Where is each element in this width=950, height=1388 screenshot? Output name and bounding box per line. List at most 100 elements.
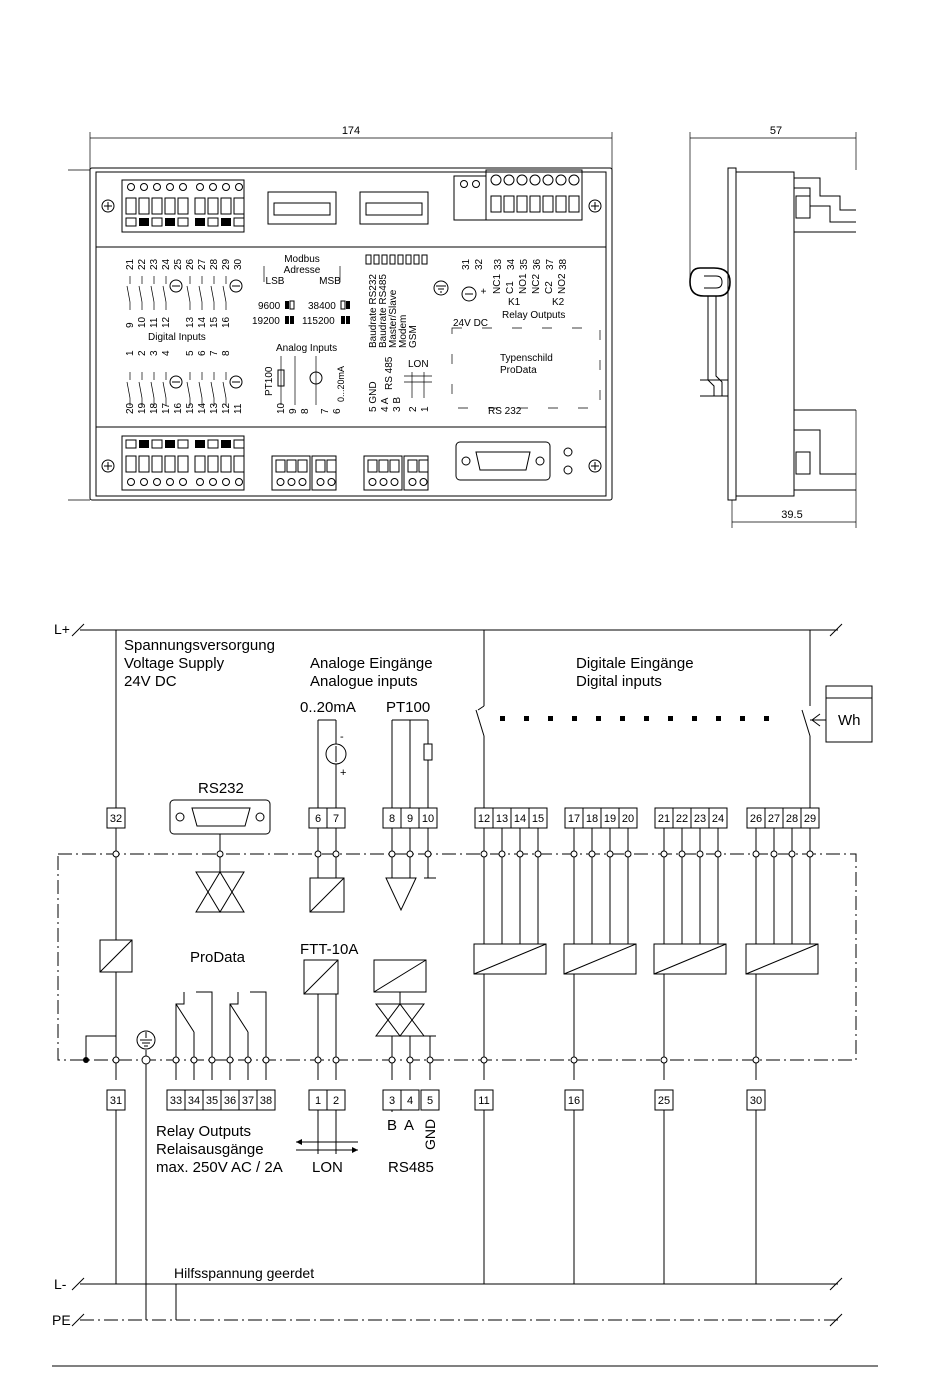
- dim-39-5: 39.5: [781, 509, 802, 521]
- pt100-label: PT100: [386, 699, 430, 716]
- connection-node: [424, 850, 432, 858]
- digital-label-2: Digital inputs: [576, 673, 662, 690]
- connection-node: [426, 1056, 434, 1064]
- relay-pin-label: C2: [544, 281, 555, 294]
- rs232-label: RS232: [198, 780, 244, 797]
- connection-node: [588, 850, 596, 858]
- gnd-label-s: GND: [422, 1119, 438, 1150]
- modbus-label: Modbus: [284, 254, 320, 265]
- connection-node: [534, 850, 542, 858]
- l-minus-label: L-: [54, 1276, 67, 1292]
- dip-switch-modbus: [267, 191, 337, 225]
- terminal-number: 38: [558, 258, 569, 270]
- connection-node: [208, 1056, 216, 1064]
- terminal-number: 15: [209, 316, 220, 328]
- ma-label: 0..20mA: [300, 699, 356, 716]
- baud-19200: 19200: [252, 316, 280, 327]
- svg-text:+: +: [340, 767, 346, 779]
- terminal-number: 1: [125, 350, 136, 356]
- terminal-number: 25: [658, 1095, 670, 1107]
- schematic: L+ L- PE Hilfsspannung geerdet Spannungs…: [52, 621, 873, 1328]
- b-label-s: B: [387, 1117, 397, 1134]
- terminal-number: 6: [315, 813, 321, 825]
- connection-node: [226, 1056, 234, 1064]
- terminal-block-bottom: [121, 435, 429, 491]
- terminal-number: 37: [545, 258, 556, 270]
- terminal-number: 2: [333, 1095, 339, 1107]
- terminal-number: 32: [474, 258, 485, 270]
- connection-node: [624, 850, 632, 858]
- connection-node: [806, 850, 814, 858]
- terminal-number: 22: [676, 813, 688, 825]
- supply-label-1: Spannungsversorgung: [124, 637, 275, 654]
- terminal-number: 5: [185, 350, 196, 356]
- lon-num-1: 1: [420, 406, 431, 412]
- rs485-small-label: RS 485: [384, 356, 395, 390]
- config-label: Modem: [398, 315, 409, 348]
- terminal-number: 24: [712, 813, 724, 825]
- dotted-mark: [548, 716, 553, 721]
- terminal-number: 15: [532, 813, 544, 825]
- adresse-label: Adresse: [284, 265, 321, 276]
- terminal-number: 6: [197, 350, 208, 356]
- terminal-number: 10: [276, 402, 287, 414]
- relay-pin-label: NO1: [518, 273, 529, 294]
- rs232-connector-icon: [169, 799, 271, 835]
- supply-label-2: Voltage Supply: [124, 655, 225, 672]
- terminal-number: 7: [320, 408, 331, 414]
- dotted-mark: [524, 716, 529, 721]
- terminal-number: 31: [461, 258, 472, 270]
- sub-d-connector-icon: [455, 441, 573, 481]
- terminal: [418, 807, 438, 829]
- terminal-number: 20: [622, 813, 634, 825]
- b-label: 3 B: [392, 397, 403, 412]
- terminal-number: 19: [137, 402, 148, 414]
- connection-node: [216, 850, 224, 858]
- rs485-label: RS485: [388, 1159, 434, 1176]
- terminal-number: 18: [149, 402, 160, 414]
- config-dip-icons: [365, 254, 428, 265]
- relay-pin-label: NC2: [531, 274, 542, 294]
- terminal-number: 11: [478, 1095, 489, 1107]
- connection-node: [498, 850, 506, 858]
- terminal-number: 34: [506, 258, 517, 270]
- terminal-number: 14: [514, 813, 526, 825]
- terminal-number: 9: [288, 408, 299, 414]
- lon-small-label: LON: [408, 359, 429, 370]
- terminal-number: 12: [161, 316, 172, 328]
- terminal: [474, 1089, 494, 1111]
- terminal-number: 21: [125, 258, 136, 270]
- connection-node: [770, 850, 778, 858]
- dc-source-icon: [461, 286, 477, 302]
- terminal-number: 4: [407, 1095, 413, 1107]
- dim-174: 174: [342, 125, 360, 137]
- terminal: [654, 1089, 674, 1111]
- terminal-number: 7: [333, 813, 339, 825]
- dotted-mark: [740, 716, 745, 721]
- prodata-label: ProData: [190, 949, 246, 966]
- connection-node: [788, 850, 796, 858]
- wh-meter-icon: Wh: [825, 685, 873, 743]
- dotted-mark: [500, 716, 505, 721]
- connection-node: [244, 1056, 252, 1064]
- terminal-number: 36: [532, 258, 543, 270]
- relay-text-2: Relaisausgänge: [156, 1141, 264, 1158]
- terminal-number: 30: [233, 258, 244, 270]
- svg-text:-: -: [340, 731, 344, 743]
- connection-node: [714, 850, 722, 858]
- terminal-number: 17: [161, 402, 172, 414]
- terminal-number: 15: [185, 402, 196, 414]
- terminal-number: 10: [137, 316, 148, 328]
- config-label: GSM: [408, 325, 419, 348]
- terminal-number: 35: [519, 258, 530, 270]
- terminal-number: 19: [604, 813, 616, 825]
- terminal: [800, 807, 820, 829]
- ground-icon: [433, 280, 449, 296]
- terminal: [106, 1089, 126, 1111]
- terminal-number: 26: [185, 258, 196, 270]
- terminal: [106, 807, 126, 829]
- connection-node: [406, 850, 414, 858]
- dotted-mark: [620, 716, 625, 721]
- terminal-number: 33: [170, 1095, 182, 1107]
- aux-label: Hilfsspannung geerdet: [174, 1265, 314, 1281]
